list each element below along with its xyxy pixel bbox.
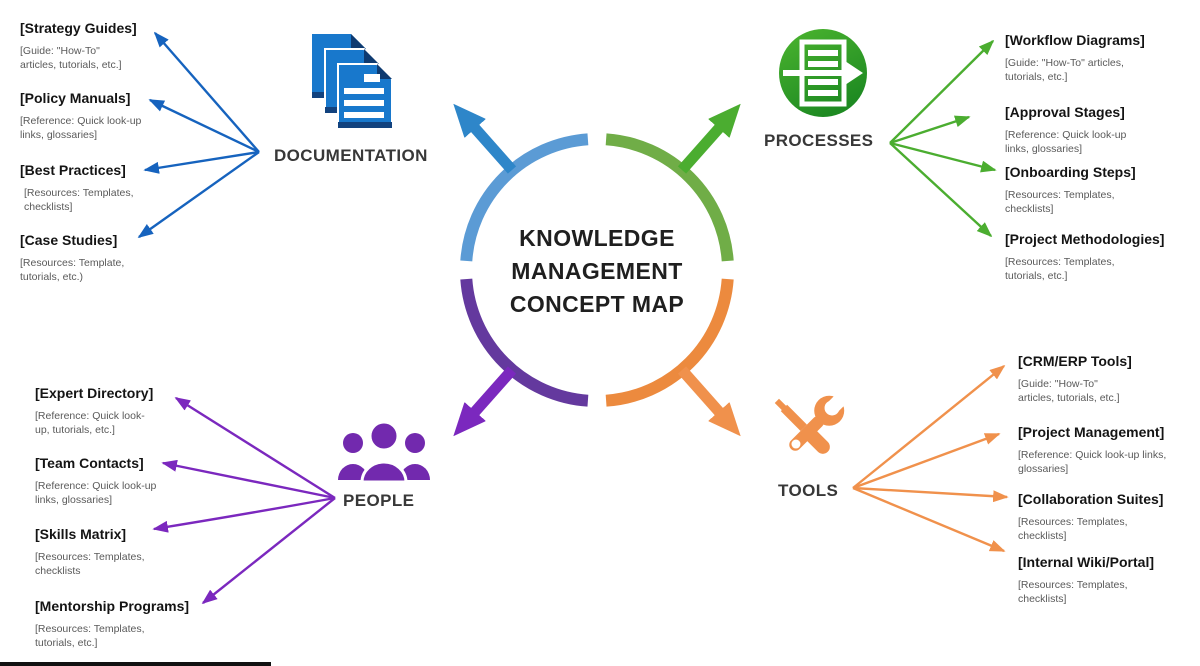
branch-label-tools: TOOLS <box>778 481 839 500</box>
people-fan <box>152 396 336 605</box>
documentation-icon <box>312 34 393 129</box>
ring-arc-documentation <box>460 133 589 262</box>
processes-icon <box>779 29 867 117</box>
map-title: KNOWLEDGE MANAGEMENT CONCEPT MAP <box>483 222 711 321</box>
item-title: [Approval Stages] <box>1005 104 1125 120</box>
center-ring <box>460 133 734 407</box>
item-title: [Best Practices] <box>20 162 126 178</box>
item-project-management: [Project Management] [Reference: Quick l… <box>1018 424 1168 477</box>
item-desc: [Guide: "How-To" articles, tutorials, et… <box>1005 57 1124 84</box>
tools-arrow <box>677 366 741 437</box>
item-desc: [Reference: Quick look-up links, glossar… <box>20 115 142 142</box>
item-desc: [Resources: Templates, checklists <box>35 551 145 578</box>
map-title-line3: CONCEPT MAP <box>509 291 685 317</box>
tools-fan <box>852 364 1009 553</box>
people-icon <box>338 420 430 484</box>
item-onboarding-steps: [Onboarding Steps] [Resources: Templates… <box>1005 164 1137 217</box>
item-desc: [Resources: Templates, checklists] <box>1018 516 1128 543</box>
item-desc: [Resources: Templates, tutorials, etc.] <box>35 623 145 650</box>
item-title: [Collaboration Suites] <box>1018 491 1164 507</box>
item-collaboration-suites: [Collaboration Suites] [Resources: Templ… <box>1018 491 1163 544</box>
item-strategy-guides: [Strategy Guides] [Guide: "How-To" artic… <box>20 20 137 73</box>
map-title-line2: MANAGEMENT <box>511 258 683 284</box>
item-desc: [Reference: Quick look-up links, glossar… <box>35 480 157 507</box>
ring-arc-processes <box>605 133 734 262</box>
ring-arc-tools <box>605 278 734 407</box>
item-desc: [Resources: Templates, tutorials, etc.] <box>1005 256 1115 283</box>
map-title-line1: KNOWLEDGE <box>519 225 675 251</box>
item-workflow-diagrams: [Workflow Diagrams] [Guide: "How-To" art… <box>1005 32 1145 85</box>
item-title: [Project Methodologies] <box>1005 231 1165 247</box>
branch-label-people: PEOPLE <box>343 491 415 510</box>
branch-label-documentation: DOCUMENTATION <box>274 146 428 165</box>
bottom-edge-bar <box>0 662 271 666</box>
item-policy-manuals: [Policy Manuals] [Reference: Quick look-… <box>20 90 162 143</box>
item-desc: [Reference: Quick look-up, tutorials, et… <box>35 410 145 437</box>
branch-label-processes: PROCESSES <box>764 131 874 150</box>
documentation-fan <box>137 31 260 238</box>
item-skills-matrix: [Skills Matrix] [Resources: Templates, c… <box>35 526 163 579</box>
tools-icon <box>774 390 850 454</box>
item-title: [Project Management] <box>1018 424 1165 440</box>
item-title: [CRM/ERP Tools] <box>1018 353 1132 369</box>
item-title: [Mentorship Programs] <box>35 598 190 614</box>
processes-arrow <box>677 103 741 174</box>
item-best-practices: [Best Practices] [Resources: Templates, … <box>20 162 142 215</box>
item-project-methodologies: [Project Methodologies] [Resources: Temp… <box>1005 231 1164 284</box>
processes-fan <box>889 39 997 238</box>
item-desc: [Resources: Templates, checklists] <box>1018 579 1128 606</box>
item-case-studies: [Case Studies] [Resources: Template, tut… <box>20 232 132 285</box>
item-title: [Onboarding Steps] <box>1005 164 1136 180</box>
people-arrow <box>453 366 517 437</box>
item-desc: [Resources: Templates, checklists] <box>1005 189 1115 216</box>
item-desc: [Guide: "How-To" articles, tutorials, et… <box>20 45 122 72</box>
documentation-arrow <box>453 103 517 174</box>
item-internal-wiki-portal: [Internal Wiki/Portal] [Resources: Templ… <box>1018 554 1154 607</box>
screwdriver-shape <box>774 398 830 454</box>
item-desc: [Resources: Templates, checklists] <box>24 187 134 214</box>
ring-arc-people <box>460 278 589 407</box>
item-title: [Policy Manuals] <box>20 90 131 106</box>
item-mentorship-programs: [Mentorship Programs] [Resources: Templa… <box>35 598 189 651</box>
item-title: [Strategy Guides] <box>20 20 137 36</box>
item-desc: [Guide: "How-To" articles, tutorials, et… <box>1018 378 1120 405</box>
item-crm-erp-tools: [CRM/ERP Tools] [Guide: "How-To" article… <box>1018 353 1132 406</box>
item-title: [Expert Directory] <box>35 385 154 401</box>
item-desc: [Reference: Quick look-up links, glossar… <box>1005 129 1127 156</box>
item-approval-stages: [Approval Stages] [Reference: Quick look… <box>1005 104 1147 157</box>
item-title: [Skills Matrix] <box>35 526 127 542</box>
item-desc: [Resources: Template, tutorials, etc.) <box>20 257 125 284</box>
item-expert-directory: [Expert Directory] [Reference: Quick loo… <box>35 385 153 438</box>
item-title: [Internal Wiki/Portal] <box>1018 554 1155 570</box>
item-title: [Workflow Diagrams] <box>1005 32 1145 48</box>
item-team-contacts: [Team Contacts] [Reference: Quick look-u… <box>35 455 163 508</box>
item-title: [Case Studies] <box>20 232 118 248</box>
item-title: [Team Contacts] <box>35 455 144 471</box>
item-desc: [Reference: Quick look-up links, glossar… <box>1018 449 1167 476</box>
